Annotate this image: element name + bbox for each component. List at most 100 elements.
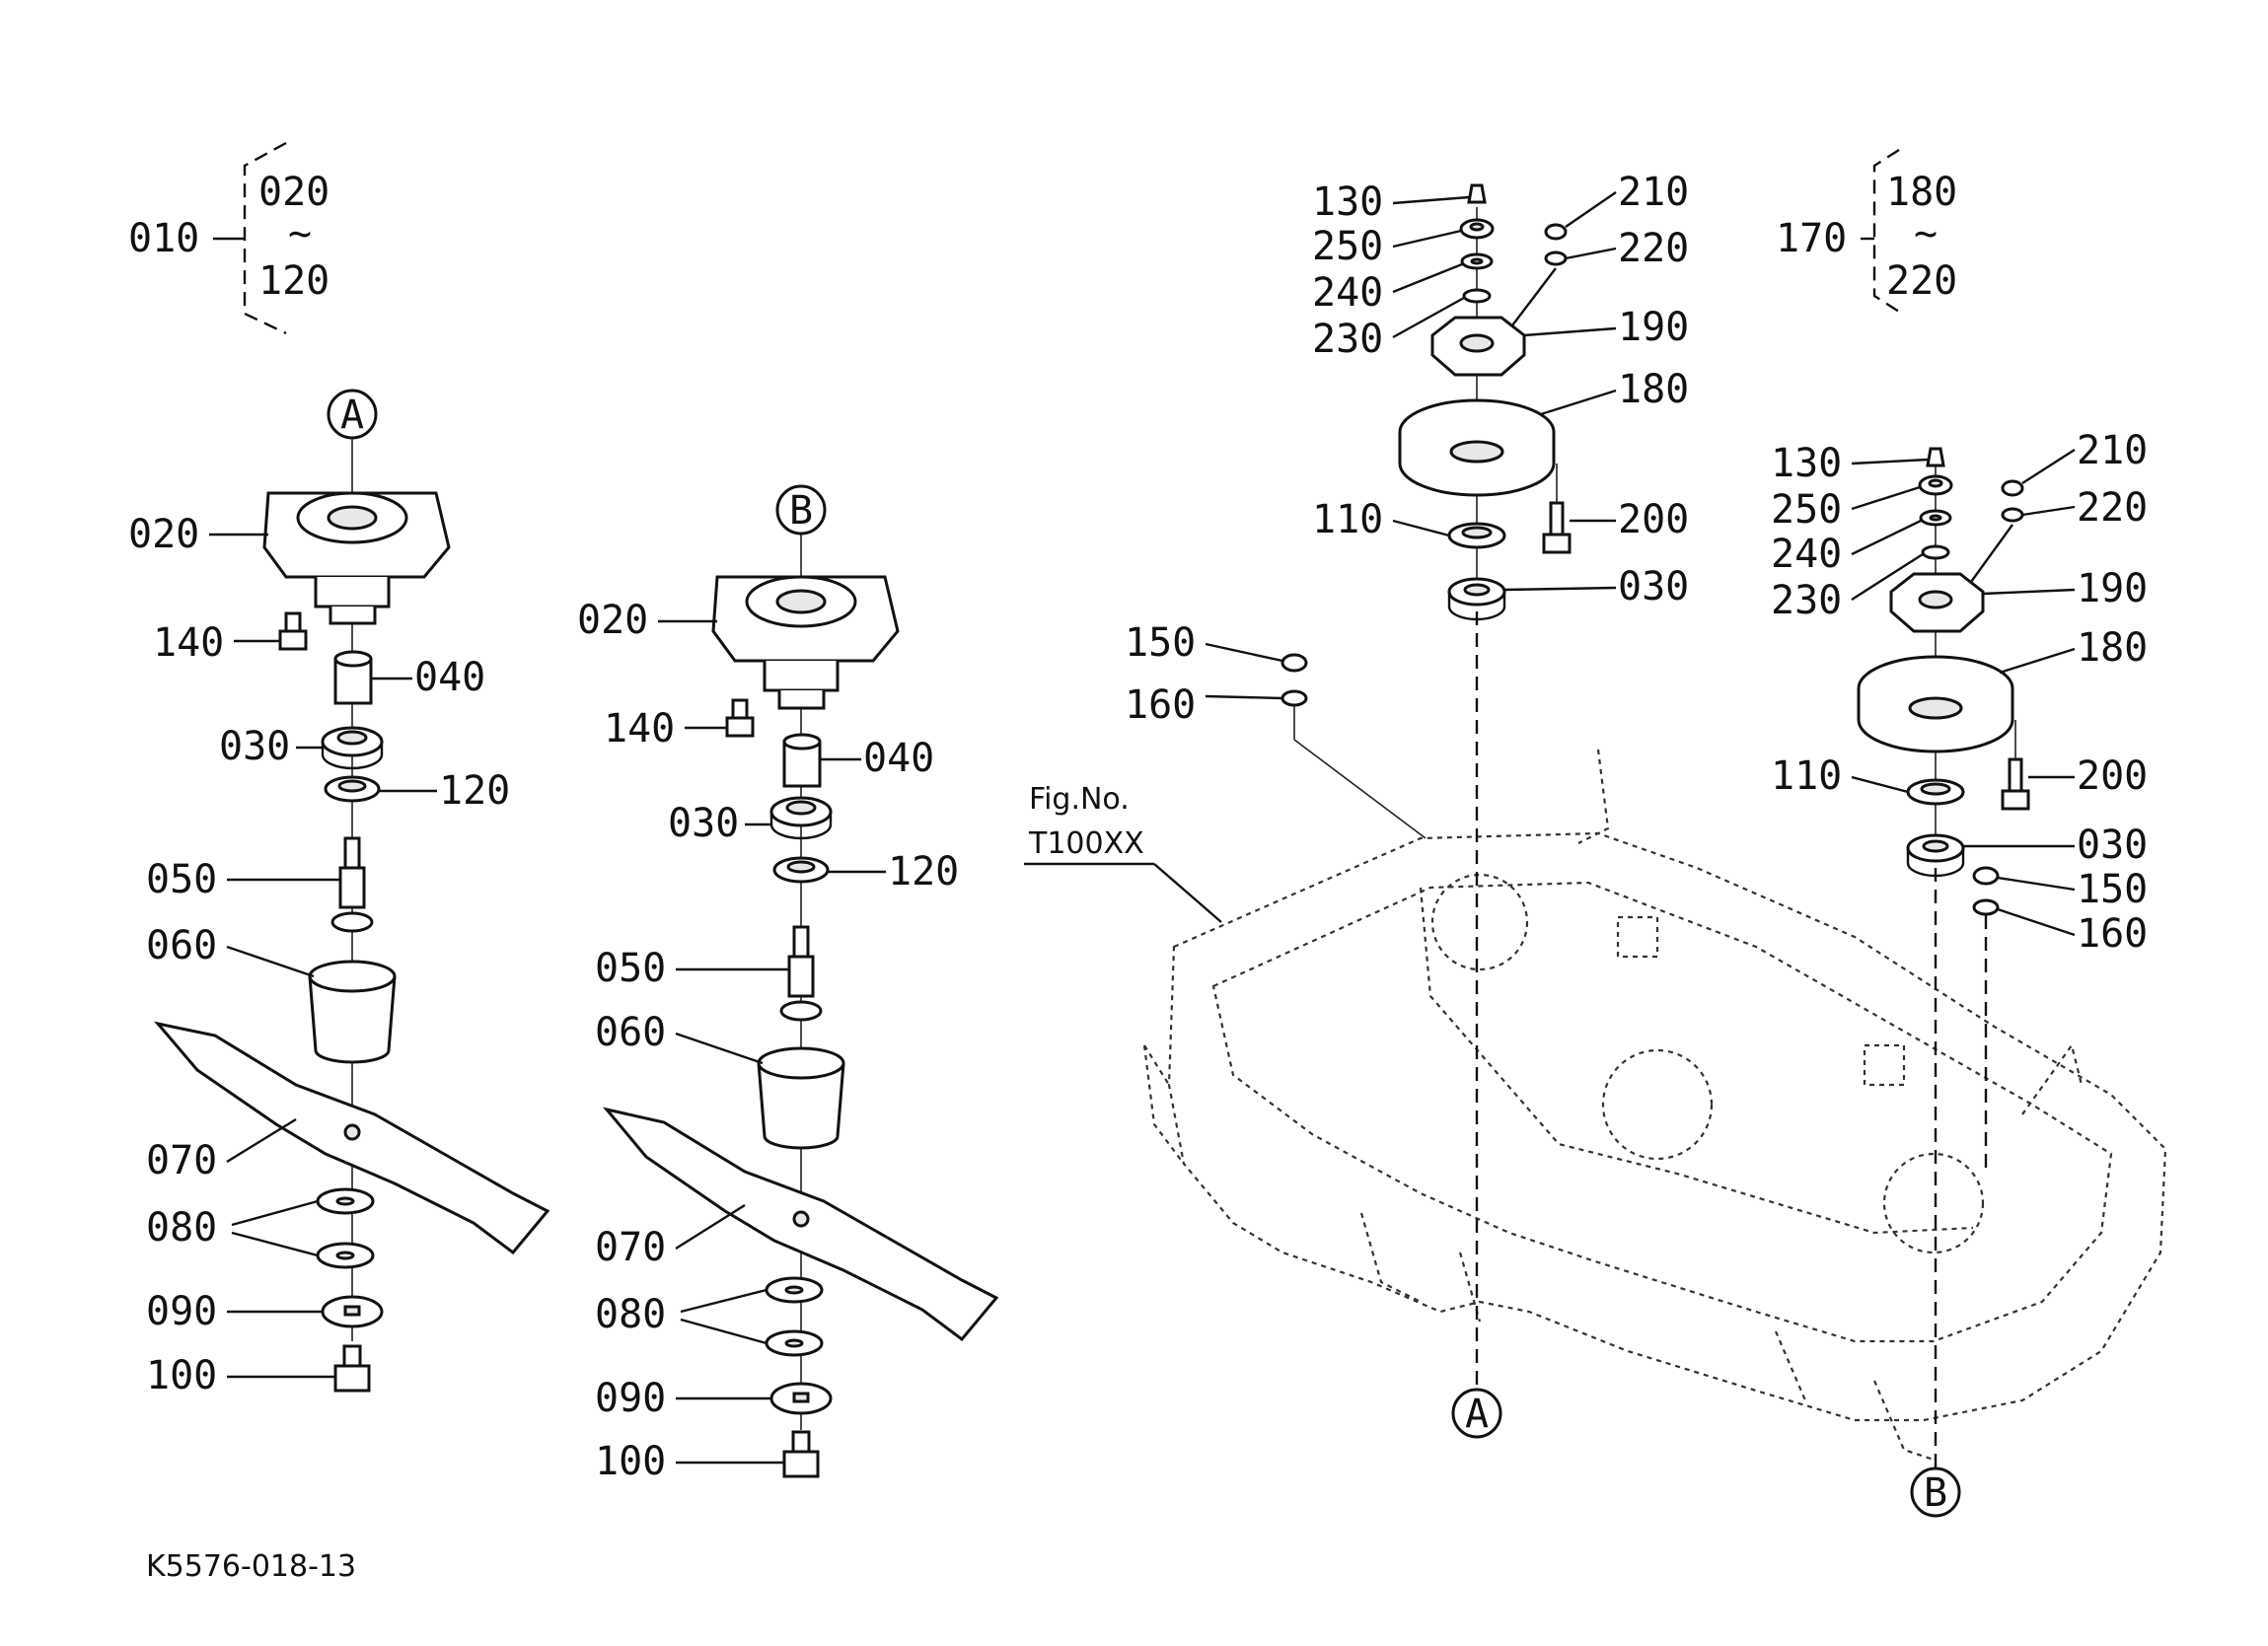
figure-reference: Fig.No. T100XX <box>1024 782 1222 923</box>
bolt-100-b <box>782 1430 820 1478</box>
label-090-b: 090 <box>595 1376 666 1421</box>
label-230-1: 230 <box>1312 317 1383 362</box>
label-220-range-end: 220 <box>1886 258 1957 304</box>
label-140-b: 140 <box>604 706 675 751</box>
label-040-b: 040 <box>863 736 934 781</box>
washer-160-1 <box>1280 689 1308 707</box>
nut-250-2 <box>1918 474 1953 496</box>
label-030-a: 030 <box>219 724 290 769</box>
cup-060-a <box>308 960 397 1064</box>
label-220-2: 220 <box>2077 485 2148 531</box>
group-bracket-010: 010 020 ~ 120 <box>128 141 329 335</box>
spacer-040-b <box>782 733 822 788</box>
label-120-b: 120 <box>888 849 959 895</box>
label-220-1: 220 <box>1618 226 1689 271</box>
spindle-assembly-b: B 020 140 040 030 <box>577 484 999 1484</box>
bearing-030-a <box>321 726 384 770</box>
washer-220-1 <box>1544 250 1568 266</box>
fig-no-value: T100XX <box>1028 826 1144 861</box>
nut-210-2 <box>2001 479 2024 497</box>
label-140-a: 140 <box>153 620 224 666</box>
label-030-b: 030 <box>668 801 739 846</box>
washer-240-1 <box>1460 252 1494 270</box>
label-120-a: 120 <box>439 768 510 814</box>
seal-120-a <box>324 775 381 803</box>
washer-220-2 <box>2001 507 2024 523</box>
label-020-a: 020 <box>128 512 199 557</box>
label-250-2: 250 <box>1771 487 1842 533</box>
nut-250-1 <box>1459 218 1495 240</box>
label-090-a: 090 <box>146 1289 217 1334</box>
diagram-code: K5576-018-13 <box>146 1549 356 1584</box>
shaft-050-a <box>330 836 374 933</box>
label-160-2: 160 <box>2077 911 2148 957</box>
label-050-a: 050 <box>146 857 217 902</box>
label-180-range-start: 180 <box>1886 170 1957 215</box>
marker-b-bottom <box>1910 1467 1961 1518</box>
cup-060-b <box>757 1046 845 1150</box>
group-bracket-170: 170 180 ~ 220 <box>1776 148 1957 314</box>
label-240-2: 240 <box>1771 532 1842 577</box>
pulley-assembly-2: 130 250 240 230 210 220 <box>1771 428 2148 1518</box>
pulley-180-1 <box>1398 398 1556 497</box>
label-150-2: 150 <box>2077 867 2148 912</box>
spindle-assembly-a: A 020 140 040 030 <box>128 389 550 1398</box>
label-080-a: 080 <box>146 1205 217 1251</box>
marker-b-top-label: B <box>789 488 813 534</box>
tilde-170: ~ <box>1914 211 1938 256</box>
spindle-housing-020-b <box>711 575 900 710</box>
washer-090-a <box>321 1295 384 1328</box>
nut-150-1 <box>1280 653 1308 673</box>
label-080-b: 080 <box>595 1292 666 1337</box>
label-110-1: 110 <box>1312 497 1383 542</box>
label-130-2: 130 <box>1771 441 1842 486</box>
spacer-040-a <box>333 650 373 705</box>
label-030-2: 030 <box>2077 823 2148 868</box>
label-010: 010 <box>128 216 199 261</box>
label-250-1: 250 <box>1312 224 1383 269</box>
bearing-030-b <box>769 796 833 840</box>
bolt-140-a <box>278 611 308 651</box>
label-230-2: 230 <box>1771 578 1842 623</box>
nut-150-2 <box>1972 866 2000 886</box>
label-040-a: 040 <box>414 655 485 700</box>
label-210-1: 210 <box>1618 170 1689 215</box>
marker-a-top <box>327 389 378 440</box>
marker-a-bottom-label: A <box>1465 1392 1489 1437</box>
label-020-b: 020 <box>577 598 648 643</box>
washer-090-b <box>769 1382 833 1415</box>
label-210-2: 210 <box>2077 428 2148 473</box>
washer-080-b <box>765 1276 824 1357</box>
bolt-200-1 <box>1542 501 1572 554</box>
label-190-2: 190 <box>2077 566 2148 611</box>
label-190-1: 190 <box>1618 305 1689 350</box>
label-110-2: 110 <box>1771 753 1842 799</box>
blade-070-a <box>154 1021 550 1255</box>
nut-210-1 <box>1544 223 1568 241</box>
label-180-2: 180 <box>2077 625 2148 671</box>
label-180-1: 180 <box>1618 367 1689 412</box>
bolt-200-2 <box>2001 757 2030 811</box>
seal-120-b <box>772 856 830 884</box>
bearing-030-1 <box>1447 577 1506 621</box>
label-070-b: 070 <box>595 1225 666 1270</box>
marker-a-bottom <box>1451 1388 1502 1439</box>
label-120-range-end: 120 <box>258 258 329 304</box>
washer-080-a <box>316 1187 375 1269</box>
mower-deck <box>1142 749 2167 1462</box>
blade-070-b <box>603 1107 999 1342</box>
label-020-range-start: 020 <box>258 170 329 215</box>
label-100-a: 100 <box>146 1353 217 1398</box>
seal-110-1 <box>1447 522 1506 549</box>
label-240-1: 240 <box>1312 270 1383 316</box>
label-030-1: 030 <box>1618 564 1689 609</box>
label-060-b: 060 <box>595 1010 666 1055</box>
washer-240-2 <box>1919 509 1952 527</box>
bolt-100-a <box>333 1344 371 1393</box>
label-170: 170 <box>1776 216 1847 261</box>
grease-fitting-130-1 <box>1467 183 1487 204</box>
marker-b-bottom-label: B <box>1924 1470 1947 1516</box>
label-100-b: 100 <box>595 1439 666 1484</box>
label-150-1: 150 <box>1125 620 1196 666</box>
